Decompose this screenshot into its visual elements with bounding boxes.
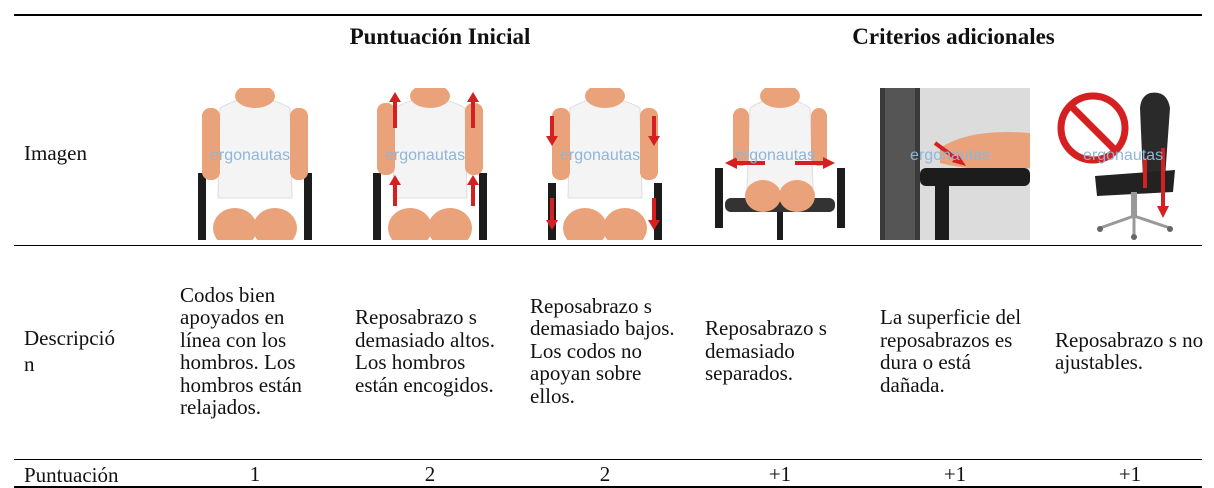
description-cell: Codos bien apoyados en línea con los hom… (180, 282, 302, 419)
score-cell: +1 (768, 462, 792, 486)
svg-text:ergonautas: ergonautas (560, 147, 640, 164)
armrests-too-wide-icon: ergonautas (705, 88, 855, 240)
description-cell: Reposabrazo s demasiado separados. (705, 316, 827, 386)
description-cell: Reposabrazo s demasiado altos. Los hombr… (355, 305, 495, 397)
row-label-image: Imagen (24, 141, 87, 165)
header-criterios-adicionales: Criterios adicionales (852, 24, 1055, 49)
header-puntuacion-inicial: Puntuación Inicial (349, 24, 531, 49)
svg-text:ergonautas: ergonautas (385, 147, 465, 164)
score-cell: 2 (599, 462, 611, 486)
svg-text:ergonautas: ergonautas (735, 147, 815, 164)
score-cell: +1 (943, 462, 967, 486)
score-cell: +1 (1118, 462, 1142, 486)
description-cell: Reposabrazo s no ajustables. (1055, 327, 1204, 374)
row-divider (14, 245, 1202, 246)
armrests-too-high-icon: ergonautas (355, 88, 505, 240)
description-cell: La superficie del reposabrazos es dura o… (880, 305, 1022, 397)
armrests-too-low-icon: ergonautas (530, 88, 680, 240)
armrests-not-adjustable-icon: ergonautas (1055, 88, 1205, 240)
chair-elbows-supported-icon: ergonautas (180, 88, 330, 240)
row-divider (14, 459, 1202, 460)
armrest-hard-surface-icon: ergonautas (880, 88, 1030, 240)
svg-text:ergonautas: ergonautas (210, 147, 290, 164)
score-cell: 1 (249, 462, 261, 486)
score-cell: 2 (424, 462, 436, 486)
svg-text:ergonautas: ergonautas (910, 147, 990, 164)
svg-text:ergonautas: ergonautas (1083, 147, 1163, 164)
row-label-score: Puntuación (24, 463, 119, 487)
table-bottom-rule (14, 486, 1202, 488)
description-cell: Reposabrazo s demasiado bajos. Los codos… (530, 293, 675, 408)
table-top-rule (14, 14, 1202, 16)
